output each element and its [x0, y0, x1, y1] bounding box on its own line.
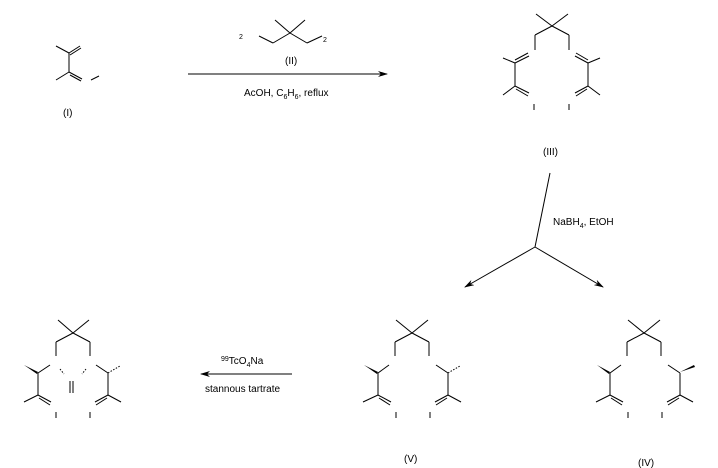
compound-iii: (III) [502, 13, 601, 158]
compound-label-iii: (III) [543, 147, 558, 158]
compound-v: (V) [362, 319, 462, 465]
amine-left: 2 [239, 34, 243, 41]
tc-complex [23, 319, 122, 418]
compound-i: (I) [55, 45, 100, 119]
reagent-step-3: 99TcO4Na [221, 356, 264, 369]
compound-label-iv: (IV) [638, 458, 654, 468]
compound-label-i: (I) [63, 108, 72, 119]
conditions-step-1: AcOH, C6H6, reflux [244, 88, 329, 101]
conditions-step-2: NaBH4, EtOH [553, 217, 614, 230]
compound-ii: 2 2 (II) [239, 19, 327, 67]
compound-label-v: (V) [404, 454, 417, 465]
conditions-step-3: stannous tartrate [205, 384, 280, 395]
amine-right: 2 [323, 37, 327, 44]
reduction-arrow [464, 172, 604, 288]
compound-label-ii: (II) [285, 56, 297, 67]
compound-iv: (IV) [595, 319, 695, 468]
